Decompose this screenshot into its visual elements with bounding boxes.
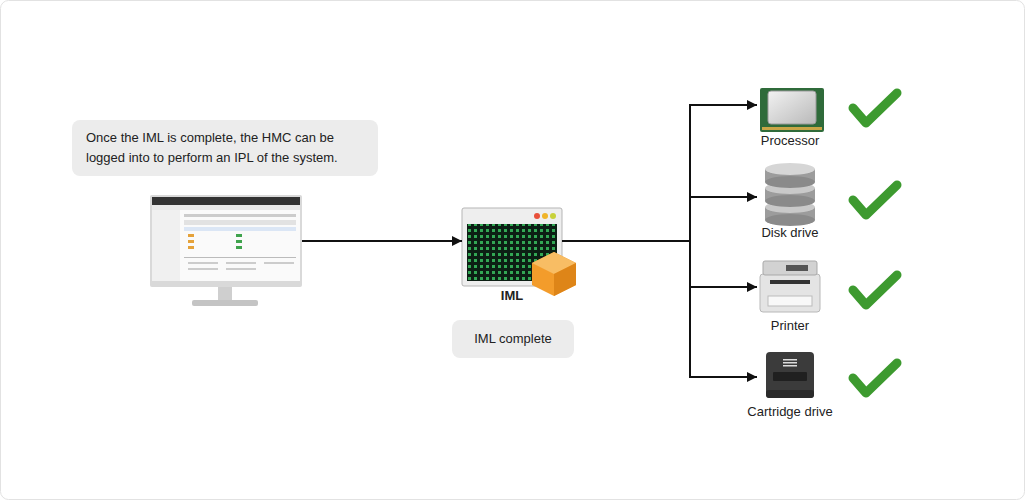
cartridge-slot: [773, 372, 807, 381]
node-label: IML: [462, 286, 562, 306]
screen-row: [184, 220, 296, 225]
monitor-base: [192, 300, 258, 306]
checkmarks: [853, 93, 897, 393]
screen-status: [236, 240, 242, 243]
cartridge-logo: [783, 365, 797, 367]
window-dot: [542, 213, 548, 219]
device-label: Printer: [771, 316, 809, 336]
status-box: IML complete: [452, 320, 574, 358]
disk-bottom: [765, 195, 815, 207]
screen-divider: [184, 257, 296, 258]
monitor-bezel: [150, 195, 302, 287]
screen-status: [236, 234, 242, 237]
printer-slot: [770, 280, 810, 284]
hmc-monitor-node: Once the IML is complete, the HMC can be…: [150, 195, 302, 287]
screen-status: [188, 246, 194, 249]
window-dot: [534, 213, 540, 219]
monitor-neck: [218, 287, 232, 301]
screen-row: [226, 262, 256, 264]
cartridge-logo: [783, 362, 797, 364]
screen-status: [188, 240, 194, 243]
device-label: Processor: [761, 131, 820, 151]
cube: [532, 252, 576, 296]
iml-window-icon: [462, 208, 576, 296]
callout-text: Once the IML is complete, the HMC can be…: [72, 120, 378, 176]
flow-arrow: [302, 240, 462, 242]
window-dot: [550, 213, 556, 219]
hmc-monitor: [150, 195, 302, 306]
cube-side: [554, 263, 576, 296]
cartridge-logo: [783, 359, 797, 361]
iml-node: IML: [462, 208, 562, 286]
printer-body: [760, 274, 820, 312]
device-label: Cartridge drive: [747, 402, 832, 422]
device-node: Disk drive: [757, 162, 823, 240]
screen-menubar: [152, 205, 300, 210]
device-node: Printer: [757, 256, 823, 332]
printer-panel: [786, 265, 808, 271]
screen-row: [188, 268, 218, 270]
chip-pins: [762, 127, 822, 130]
disk-top: [765, 163, 815, 175]
screen-sidebar: [152, 210, 180, 281]
screen-row: [188, 262, 218, 264]
screen-titlebar: [152, 197, 300, 205]
screen-row: [184, 214, 296, 217]
checkmark: [853, 363, 897, 393]
checkmark: [853, 185, 897, 215]
printer-tray: [768, 296, 812, 306]
device-node: Processor: [757, 86, 823, 148]
flow-arrow: [562, 105, 757, 241]
chip-board: [760, 88, 824, 132]
checkmark: [853, 93, 897, 123]
chip-lid: [768, 91, 816, 124]
checkmark: [853, 275, 897, 305]
monitor-screen: [152, 197, 300, 281]
flow-arrow: [562, 241, 757, 377]
disk-bottom: [765, 176, 815, 188]
screen-row: [184, 227, 296, 231]
cartridge-drive-icon: [766, 352, 814, 398]
processor-icon: [760, 88, 824, 132]
cartridge-body: [766, 352, 814, 398]
screen-status: [236, 246, 242, 249]
device-label: Disk drive: [761, 223, 818, 243]
flow-arrow: [562, 241, 757, 287]
printer-scanner: [763, 261, 817, 275]
screen-row: [264, 262, 294, 264]
screen-row: [226, 268, 256, 270]
cartridge-foot: [766, 390, 814, 398]
status-text: IML complete: [452, 320, 574, 358]
device-node: Cartridge drive: [757, 350, 823, 418]
screen-status: [188, 234, 194, 237]
disk-drive-icon: [765, 163, 815, 226]
flow-arrow: [562, 197, 757, 241]
disk-bottom: [765, 214, 815, 226]
printer-icon: [760, 261, 820, 312]
